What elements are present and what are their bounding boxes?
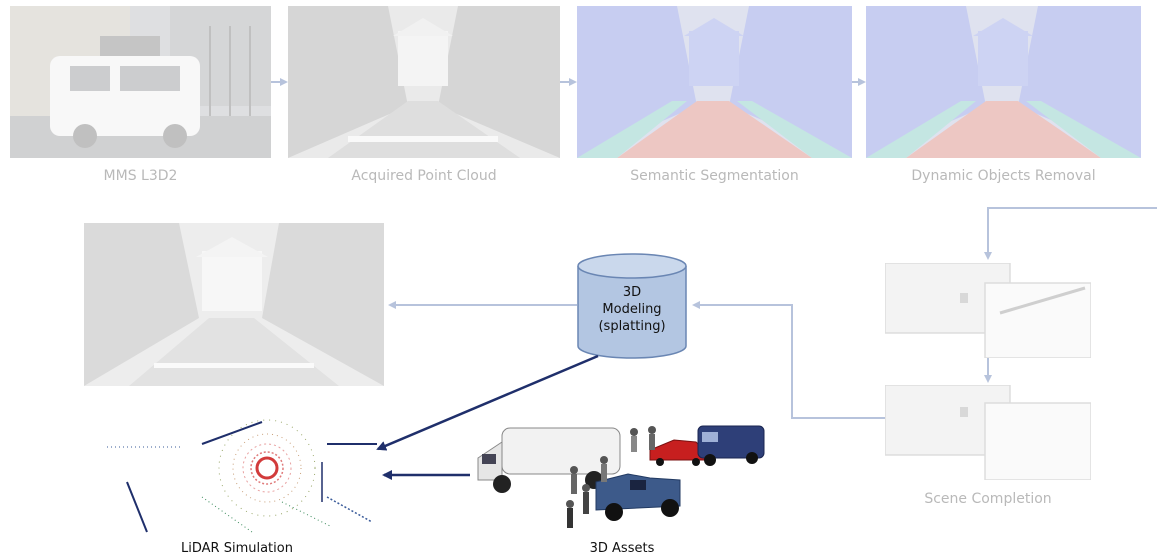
scene-completion-label: Scene Completion (924, 491, 1052, 507)
dynamic-objects-removal-image (866, 6, 1141, 158)
step-label-dynamic-removal: Dynamic Objects Removal (911, 168, 1096, 184)
lidar-simulation-pointcloud (107, 419, 377, 533)
semantic-segmentation-image (577, 6, 852, 158)
arrow-dynamic-to-scene-completion (984, 207, 1157, 260)
step-label-mms: MMS L3D2 (103, 168, 178, 184)
3d-assets-vehicles (477, 425, 765, 528)
rendered-street-view (84, 223, 384, 386)
mms-l3d2-photo (10, 6, 271, 158)
arrow-modeling-to-lidar (376, 354, 599, 451)
lidar-simulation-label: LiDAR Simulation (181, 541, 293, 556)
modeling-cylinder (577, 253, 687, 359)
modeling-line-1: 3D (622, 285, 642, 300)
scene-completion-output (885, 385, 1091, 480)
step-label-acquired: Acquired Point Cloud (351, 168, 497, 184)
step-label-semantic: Semantic Segmentation (630, 168, 799, 184)
3d-assets-label: 3D Assets (589, 541, 655, 556)
acquired-point-cloud-image (288, 6, 560, 158)
modeling-line-2: Modeling (602, 302, 662, 317)
arrow-scene-completion-to-modeling (692, 301, 885, 419)
scene-completion-input (885, 263, 1091, 358)
modeling-text: 3D Modeling (splatting) (578, 284, 686, 335)
modeling-line-3: (splatting) (598, 319, 666, 334)
